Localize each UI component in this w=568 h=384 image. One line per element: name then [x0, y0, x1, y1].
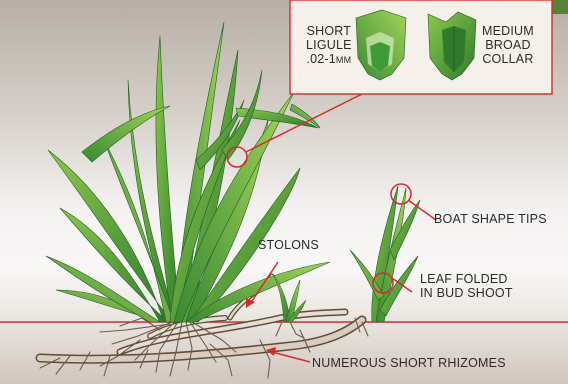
ligule-size-label: .02-1mm	[306, 52, 352, 66]
grass-tuft	[46, 22, 330, 322]
stolons-label: STOLONS	[258, 238, 319, 252]
leaf-folded-label: LEAF FOLDED IN BUD SHOOT	[420, 272, 513, 300]
broad-label: BROAD	[482, 38, 534, 52]
ligule-label: LIGULE	[306, 38, 352, 52]
inset-left-label: SHORT LIGULE .02-1mm	[306, 24, 352, 66]
inset-right-label: MEDIUM BROAD COLLAR	[482, 24, 534, 66]
short-label: SHORT	[306, 24, 352, 38]
boat-shape-tips-label: BOAT SHAPE TIPS	[434, 212, 547, 226]
collar-label: COLLAR	[482, 52, 534, 66]
leaf-folded-line1: LEAF FOLDED	[420, 272, 513, 286]
medium-label: MEDIUM	[482, 24, 534, 38]
rhizomes-label: NUMEROUS SHORT RHIZOMES	[312, 356, 506, 370]
leaf-folded-line2: IN BUD SHOOT	[420, 286, 513, 300]
bud-shoot	[350, 186, 420, 322]
